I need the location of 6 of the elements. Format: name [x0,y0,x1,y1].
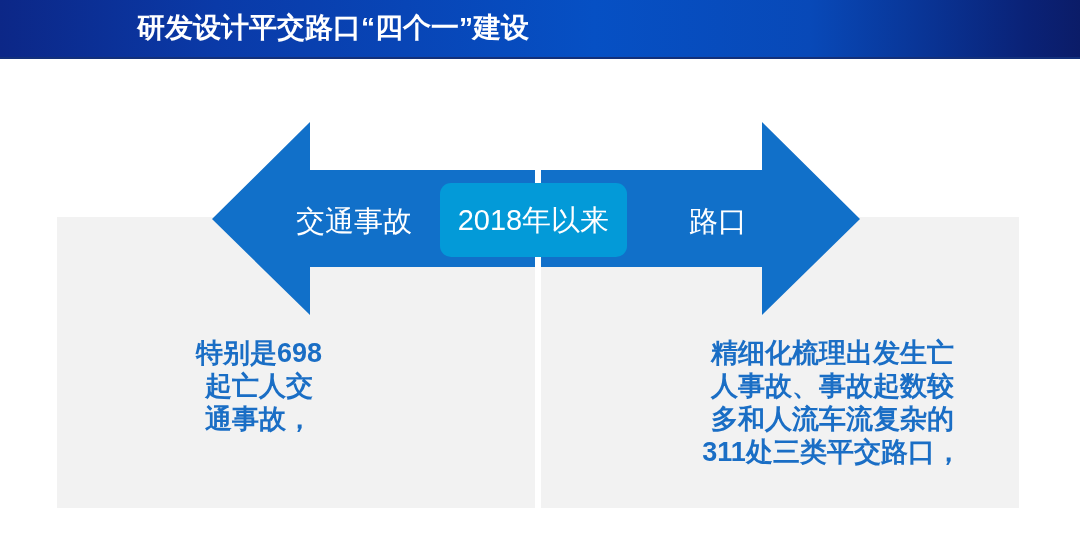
panel-text: 精细化梳理出发生亡人事故、事故起数较多和人流车流复杂的311处三类平交路口， [701,337,963,469]
date-badge: 2018年以来 [440,183,627,257]
slide-title: 研发设计平交路口“四个一”建设 [137,12,529,43]
arrow-label: 路口 [689,205,747,237]
arrow-label: 交通事故 [296,205,412,237]
panel-text: 特别是698起亡人交通事故， [194,337,324,436]
